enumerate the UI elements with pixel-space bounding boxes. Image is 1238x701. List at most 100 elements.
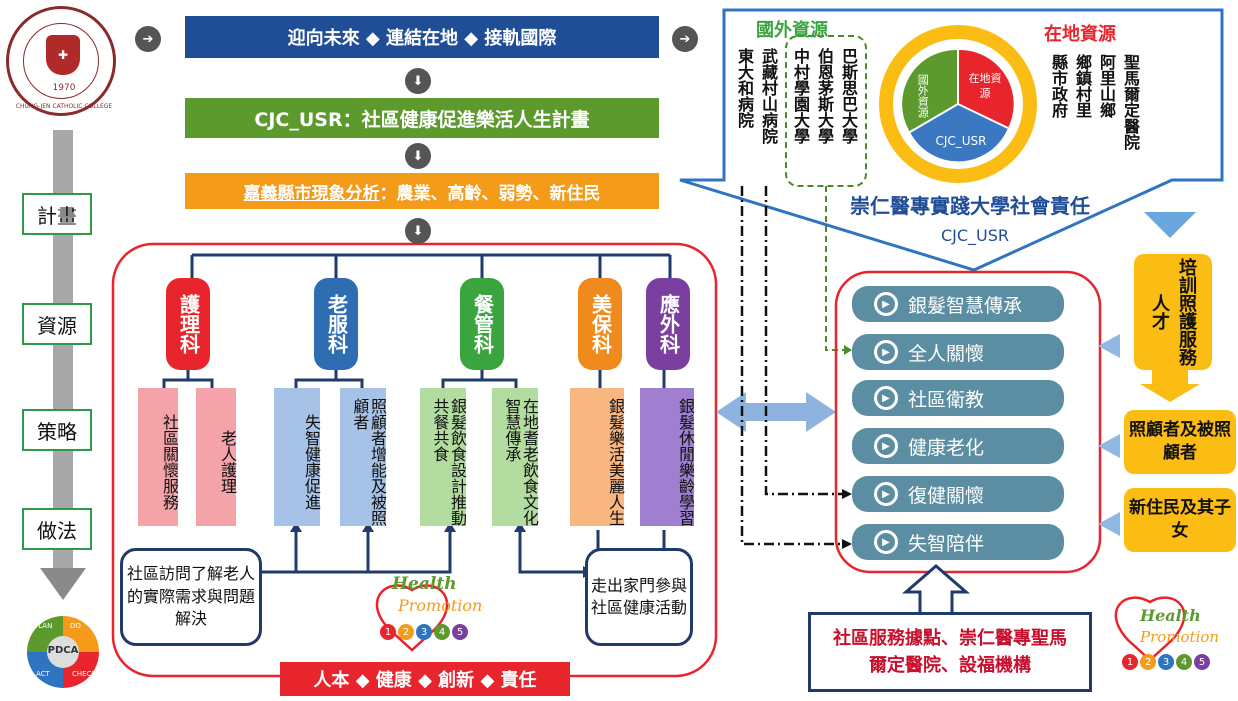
- hp-numbers: 1 2 3 4 5: [380, 624, 468, 640]
- hp-num: 4: [434, 624, 450, 640]
- hp-health-right: Health: [1140, 606, 1201, 625]
- foreign-hospital-1: 東大和病院: [735, 48, 754, 128]
- banner-analysis: 嘉義縣市現象分析：農業、高齡、弱勢、新住民: [185, 173, 659, 209]
- bottom-service-box: 社區服務據點、崇仁醫專聖馬爾定醫院、設福機構: [808, 612, 1092, 692]
- service-label: 失智陪伴: [908, 532, 985, 555]
- service-container: [834, 270, 1102, 574]
- arrow-right-icon: ➔: [135, 26, 161, 52]
- hp-num: 1: [380, 624, 396, 640]
- play-icon: ▶: [874, 292, 898, 316]
- service-item[interactable]: ▶ 全人關懷: [852, 334, 1064, 370]
- hp-promotion: Promotion: [398, 596, 483, 615]
- pie-foreign-label: 國外資源: [916, 74, 930, 118]
- box-train: 培訓照護服務人才: [1134, 254, 1212, 370]
- arrow-subtitle: CJC_USR: [940, 226, 1010, 245]
- service-item[interactable]: ▶ 社區衛教: [852, 380, 1064, 416]
- pdca-act: ACT: [36, 670, 50, 678]
- local-alishan: 阿里山鄉: [1097, 54, 1116, 118]
- local-title: 在地資源: [1044, 24, 1116, 45]
- arrow-title: 崇仁醫專實踐大學社會責任: [850, 194, 1090, 218]
- foreign-title: 國外資源: [756, 20, 828, 41]
- play-icon: ▶: [874, 386, 898, 410]
- foreign-hospital-2: 武藏村山病院: [759, 48, 778, 144]
- double-arrow: [716, 392, 836, 432]
- pdca-check: CHECK: [72, 670, 97, 678]
- col-food-culture: 在地耆老飲食文化智慧傳承: [492, 388, 539, 526]
- pdca-plan: PLAN: [34, 622, 53, 630]
- col-caregiver: 照顧者增能及被照顧者: [340, 388, 387, 526]
- analysis-suffix: ：農業、高齡、弱勢、新住民: [379, 183, 601, 204]
- heart-left: [375, 584, 449, 652]
- service-item[interactable]: ▶ 復健關懷: [852, 476, 1064, 512]
- hp-num: 2: [1140, 654, 1156, 670]
- col-meal-design: 銀髮飲食設計推動共餐共食: [420, 388, 467, 526]
- arrow-down-icon: ⬇: [405, 143, 431, 169]
- core-values: 人本 ◆ 健康 ◆ 創新 ◆ 責任: [280, 662, 570, 696]
- phase-method: 做法: [22, 508, 92, 550]
- col-community-care: 社區關懷服務: [138, 388, 179, 526]
- box-new-resident: 新住民及其子女: [1124, 488, 1236, 552]
- hp-num: 5: [452, 624, 468, 640]
- local-hospital: 聖馬爾定醫院: [1121, 54, 1140, 150]
- pie-ring: [879, 25, 1037, 183]
- hp-num: 4: [1176, 654, 1192, 670]
- col-silver-leisure: 銀髮休閒樂齡學習: [640, 388, 695, 526]
- service-label: 健康老化: [908, 436, 985, 459]
- note-community-visit: 社區訪問了解老人的實際需求與問題解決: [120, 548, 262, 646]
- pdca-center: PDCA: [47, 645, 79, 656]
- pie-local-label: 在地資源: [968, 72, 1002, 100]
- col-dementia: 失智健康促進: [274, 388, 321, 526]
- hp-num: 3: [1158, 654, 1174, 670]
- banner-usr: CJC_USR：社區健康促進樂活人生計畫: [185, 98, 659, 138]
- phase-resource: 資源: [22, 303, 92, 345]
- col-silver-beauty: 銀髮樂活美麗人生: [570, 388, 625, 526]
- dept-beauty: 美保科: [578, 278, 622, 370]
- arrow-down-icon: ⬇: [405, 218, 431, 244]
- college-logo: ✚ 1970 CHUNG-JEN CATHOLIC COLLEGE: [6, 6, 116, 116]
- arrow-right-icon: ➔: [672, 26, 698, 52]
- service-item[interactable]: ▶ 失智陪伴: [852, 524, 1064, 560]
- banner-top: 迎向未來 ◆ 連結在地 ◆ 接軌國際: [185, 16, 659, 58]
- col-elder-nursing: 老人護理: [196, 388, 237, 526]
- pie-center-label: CJC_USR: [935, 134, 987, 148]
- phase-plan: 計畫: [22, 193, 92, 235]
- play-icon: ▶: [874, 434, 898, 458]
- dept-elderly: 老服科: [314, 278, 358, 370]
- arrow-down-icon: ⬇: [405, 68, 431, 94]
- local-village: 鄉鎮村里: [1073, 54, 1092, 118]
- hp-num: 2: [398, 624, 414, 640]
- service-label: 社區衛教: [908, 388, 985, 411]
- box-caregiver: 照顧者及被照顧者: [1124, 410, 1236, 474]
- hp-numbers-right: 1 2 3 4 5: [1122, 654, 1210, 670]
- hp-num: 1: [1122, 654, 1138, 670]
- heart-right: [1114, 596, 1186, 662]
- hp-num: 5: [1194, 654, 1210, 670]
- dept-foreign-lang: 應外科: [646, 278, 690, 370]
- phase-arrow-shaft: [53, 130, 73, 570]
- foreign-univ-3: 巴斯思巴大學: [839, 48, 858, 144]
- service-item[interactable]: ▶ 健康老化: [852, 428, 1064, 464]
- pdca-wheel: PDCA PLAN DO CHECK ACT: [14, 612, 112, 692]
- phase-strategy: 策略: [22, 409, 92, 451]
- dept-catering: 餐管科: [460, 278, 504, 370]
- service-label: 復健關懷: [908, 484, 985, 507]
- analysis-prefix: 嘉義縣市現象分析: [243, 183, 380, 204]
- hp-health: Health: [392, 574, 457, 594]
- pdca-do: DO: [70, 622, 81, 630]
- foreign-univ-1: 中村學園大學: [791, 48, 810, 144]
- logo-year: 1970: [52, 83, 76, 93]
- phase-arrow-head: [40, 568, 86, 600]
- hp-promotion-right: Promotion: [1140, 628, 1220, 646]
- hp-num: 3: [416, 624, 432, 640]
- foreign-univ-2: 伯恩茅斯大學: [815, 48, 834, 144]
- play-icon: ▶: [874, 530, 898, 554]
- service-label: 全人關懷: [908, 342, 985, 365]
- shield-icon: ✚: [46, 35, 80, 75]
- service-item[interactable]: ▶ 銀髮智慧傳承: [852, 286, 1064, 322]
- play-icon: ▶: [874, 482, 898, 506]
- logo-en: CHUNG-JEN CATHOLIC COLLEGE: [15, 103, 113, 110]
- local-gov: 縣市政府: [1049, 54, 1068, 118]
- note-go-out: 走出家門參與社區健康活動: [585, 548, 693, 646]
- service-label: 銀髮智慧傳承: [908, 294, 1023, 317]
- play-icon: ▶: [874, 340, 898, 364]
